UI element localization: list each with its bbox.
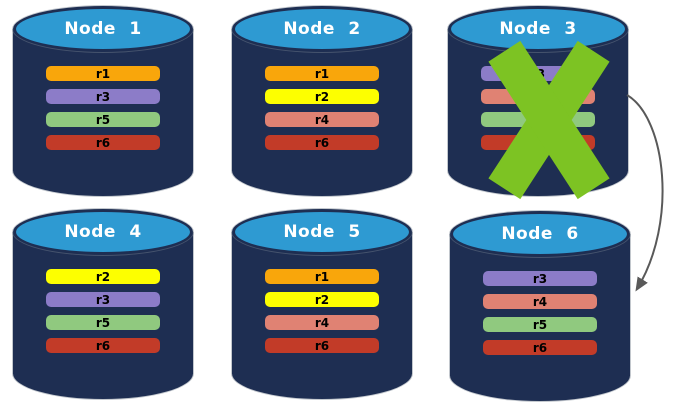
replica-label: r6 bbox=[95, 135, 111, 150]
replica-bar: r4 bbox=[265, 112, 379, 127]
replica-label: r4 bbox=[314, 315, 330, 330]
replica-bar: r5 bbox=[481, 112, 595, 127]
replica-label: r1 bbox=[95, 66, 111, 81]
cylinder-top: Node 5 bbox=[232, 209, 412, 255]
replica-label: r2 bbox=[314, 89, 330, 104]
replica-label: r3 bbox=[95, 292, 111, 307]
replica-label: r6 bbox=[530, 135, 546, 150]
replica-label: r6 bbox=[95, 338, 111, 353]
replica-label: r4 bbox=[314, 112, 330, 127]
node-title: Node 1 bbox=[64, 19, 142, 39]
replica-list: r1 r3 r5 r6 bbox=[13, 66, 193, 150]
replica-list: r1 r2 r4 r6 bbox=[232, 269, 412, 353]
node-title: Node 2 bbox=[283, 19, 361, 39]
replica-bar: r6 bbox=[265, 135, 379, 150]
replica-label: r3 bbox=[532, 271, 548, 286]
replica-label: r5 bbox=[530, 112, 546, 127]
replica-bar: r2 bbox=[265, 292, 379, 307]
replica-bar: r2 bbox=[265, 89, 379, 104]
replica-label: r5 bbox=[95, 315, 111, 330]
node-title: Node 3 bbox=[499, 19, 577, 39]
replica-bar: r6 bbox=[46, 338, 160, 353]
replica-label: r6 bbox=[532, 340, 548, 355]
replica-label: r3 bbox=[530, 66, 546, 81]
replica-label: r6 bbox=[314, 135, 330, 150]
replica-label: r4 bbox=[532, 294, 548, 309]
replica-list: r2 r3 r5 r6 bbox=[13, 269, 193, 353]
cylinder-top: Node 6 bbox=[450, 211, 630, 257]
replica-label: r5 bbox=[532, 317, 548, 332]
cylinder-top: Node 4 bbox=[13, 209, 193, 255]
replica-bar: r1 bbox=[265, 269, 379, 284]
replica-label: r1 bbox=[314, 269, 330, 284]
node-2-cylinder: Node 2 r1 r2 r4 r6 bbox=[232, 6, 412, 196]
node-3-cylinder: Node 3 r3 r4 r5 r6 bbox=[448, 6, 628, 200]
replica-bar: r6 bbox=[481, 135, 595, 150]
node-1-cylinder: Node 1 r1 r3 r5 r6 bbox=[13, 6, 193, 196]
replica-label: r2 bbox=[314, 292, 330, 307]
replica-bar: r3 bbox=[481, 66, 595, 81]
node-title: Node 4 bbox=[64, 222, 142, 242]
node-6-cylinder: Node 6 r3 r4 r5 r6 bbox=[450, 211, 630, 401]
replica-label: r2 bbox=[95, 269, 111, 284]
replica-bar: r4 bbox=[265, 315, 379, 330]
replica-bar: r3 bbox=[46, 292, 160, 307]
replica-bar: r1 bbox=[46, 66, 160, 81]
replica-label: r1 bbox=[314, 66, 330, 81]
replica-bar: r5 bbox=[483, 317, 597, 332]
replica-bar: r6 bbox=[483, 340, 597, 355]
node-title: Node 6 bbox=[501, 224, 579, 244]
replica-bar: r3 bbox=[483, 271, 597, 286]
node-title: Node 5 bbox=[283, 222, 361, 242]
cylinder-top: Node 3 bbox=[448, 6, 628, 52]
replica-bar: r1 bbox=[265, 66, 379, 81]
replica-bar: r5 bbox=[46, 112, 160, 127]
replica-list: r3 r4 r5 r6 bbox=[450, 271, 630, 355]
replica-label: r5 bbox=[95, 112, 111, 127]
replica-bar: r6 bbox=[46, 135, 160, 150]
replica-bar: r4 bbox=[483, 294, 597, 309]
cylinder-top: Node 1 bbox=[13, 6, 193, 52]
replica-bar: r6 bbox=[265, 338, 379, 353]
node-4-cylinder: Node 4 r2 r3 r5 r6 bbox=[13, 209, 193, 399]
replica-bar: r5 bbox=[46, 315, 160, 330]
replica-list: r3 r4 r5 r6 bbox=[448, 66, 628, 150]
replica-label: r4 bbox=[530, 89, 546, 104]
cylinder-top: Node 2 bbox=[232, 6, 412, 52]
replica-list: r1 r2 r4 r6 bbox=[232, 66, 412, 150]
replica-bar: r2 bbox=[46, 269, 160, 284]
node-5-cylinder: Node 5 r1 r2 r4 r6 bbox=[232, 209, 412, 399]
replica-label: r6 bbox=[314, 338, 330, 353]
replica-bar: r3 bbox=[46, 89, 160, 104]
replica-label: r3 bbox=[95, 89, 111, 104]
replica-bar: r4 bbox=[481, 89, 595, 104]
